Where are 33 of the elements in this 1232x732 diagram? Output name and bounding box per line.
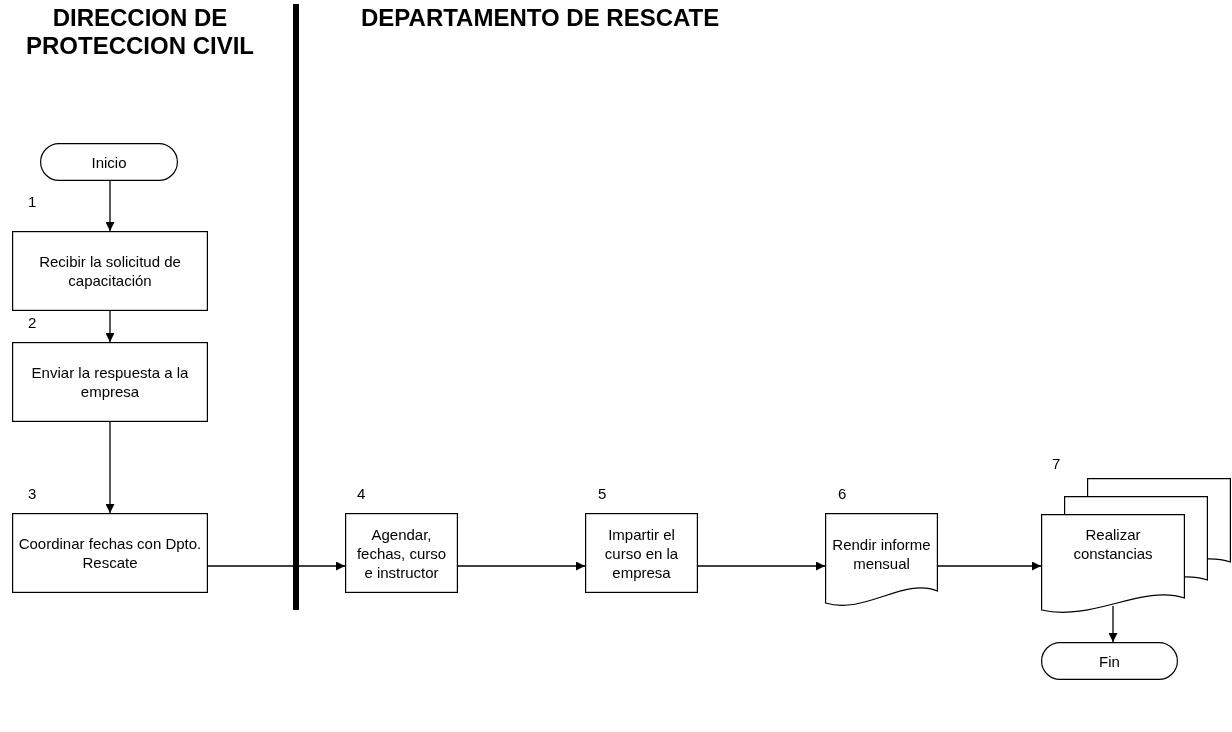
- step-number: 2: [28, 314, 37, 331]
- step-text: Fin: [1099, 651, 1120, 671]
- arrow: [1108, 605, 1118, 643]
- terminal-shape: [40, 143, 178, 181]
- step-text: Realizar constancias: [1072, 525, 1154, 563]
- lane-heading: DEPARTAMENTO DE RESCATE: [361, 4, 720, 32]
- lane-heading: DIRECCION DE PROTECCION CIVIL: [25, 4, 255, 60]
- step-number: 4: [357, 485, 366, 502]
- step-text: Coordinar fechas con Dpto. Rescate: [18, 534, 202, 572]
- step-number: 5: [598, 485, 607, 502]
- process-box: [12, 342, 208, 422]
- arrow: [937, 561, 1042, 571]
- process-box: [12, 513, 208, 593]
- arrow: [105, 421, 115, 514]
- step-number: 3: [28, 485, 37, 502]
- arrow: [207, 561, 346, 571]
- arrow: [457, 561, 586, 571]
- arrow: [697, 561, 826, 571]
- process-box: [12, 231, 208, 311]
- arrow: [105, 310, 115, 343]
- step-text: Enviar la respuesta a la empresa: [30, 363, 190, 401]
- step-text: Agendar, fechas, curso e instructor: [355, 524, 448, 582]
- step-text: Recibir la solicitud de capacitación: [38, 252, 182, 290]
- step-text: Rendir informe mensual: [831, 535, 932, 573]
- step-number: 7: [1052, 455, 1061, 472]
- step-number: 6: [838, 485, 847, 502]
- step-text: Impartir el curso en la empresa: [603, 524, 680, 582]
- step-number: 1: [28, 193, 37, 210]
- terminal-shape: [1041, 642, 1178, 680]
- step-text: Inicio: [91, 152, 127, 172]
- arrow: [105, 180, 115, 232]
- process-box: [345, 513, 458, 593]
- process-box: [585, 513, 698, 593]
